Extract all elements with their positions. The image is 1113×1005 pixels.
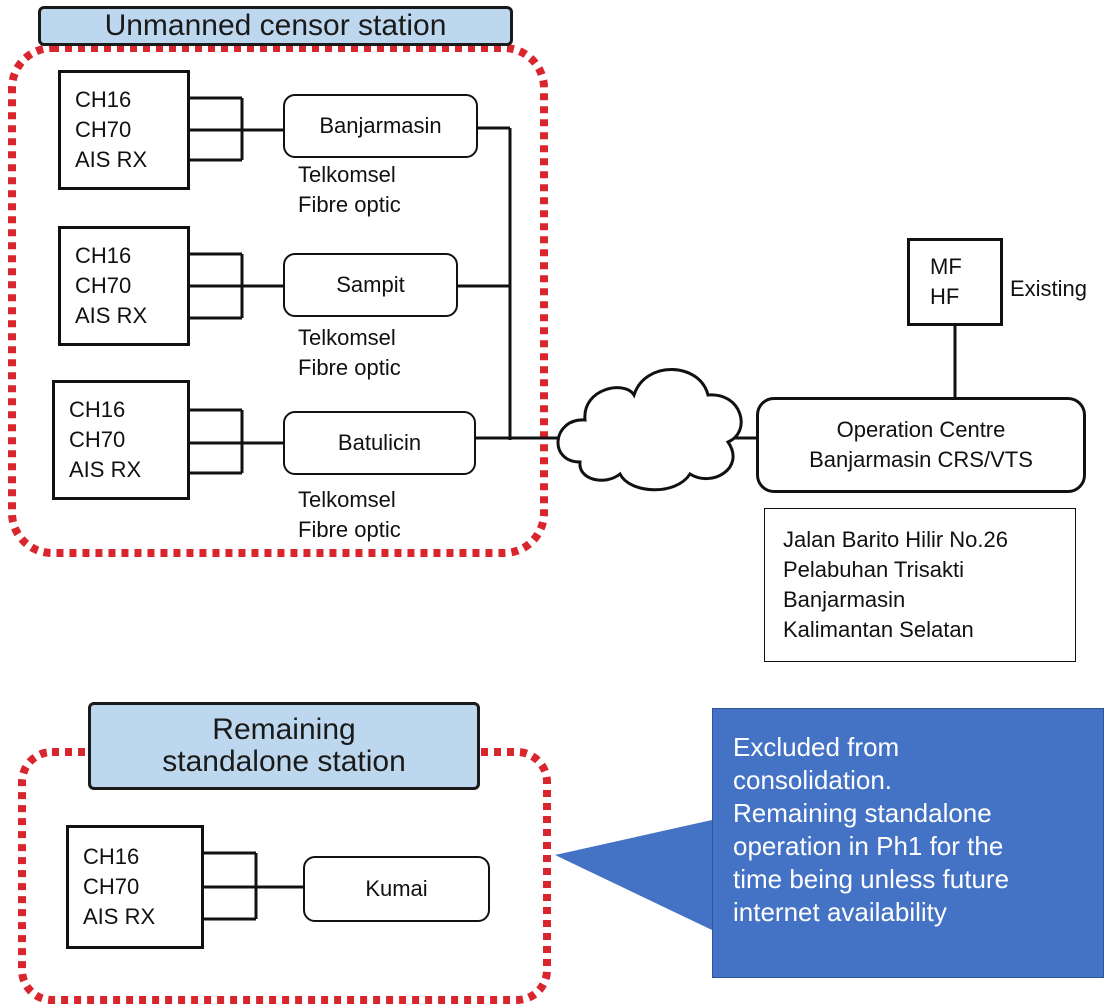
station-name-sampit: Sampit: [336, 272, 405, 297]
radio-ch16-label: CH16: [75, 243, 132, 268]
radio-ais-rx-label: AIS RX: [75, 303, 148, 328]
standalone-group-border: [18, 748, 551, 1004]
link-medium: Fibre optic: [298, 355, 401, 380]
station-name-kumai: Kumai: [365, 876, 428, 901]
banjarmasin-feed-lines: [190, 96, 283, 162]
radio-ch70-label: CH70: [75, 117, 132, 142]
sampit-feed-lines: [190, 252, 283, 320]
radio-ais-rx-label: AIS RX: [69, 457, 142, 482]
address-line-port: Pelabuhan Trisakti: [783, 557, 964, 582]
standalone-title-line2: standalone station: [162, 745, 406, 778]
callout-line: time being unless future: [733, 864, 1010, 894]
link-provider: Telkomsel: [298, 487, 396, 512]
callout-pointer: [555, 820, 712, 930]
link-label-banjarmasin: Telkomsel Fibre optic: [298, 160, 401, 220]
radio-ais-rx-label: AIS RX: [83, 904, 156, 929]
station-name-batulicin: Batulicin: [337, 430, 422, 455]
radio-equipment-box-banjarmasin: CH16 CH70 AIS RX: [58, 70, 190, 190]
station-box-kumai: Kumai: [303, 856, 490, 922]
address-line-city: Banjarmasin: [783, 587, 906, 612]
mf-label: MF: [930, 254, 962, 279]
radio-ch16-label: CH16: [69, 397, 126, 422]
standalone-title-line1: Remaining: [212, 713, 356, 746]
unmanned-group-border: [8, 44, 548, 557]
station-name-banjarmasin: Banjarmasin: [319, 113, 442, 138]
kumai-feed-lines: [204, 851, 303, 921]
operation-centre-box: Operation Centre Banjarmasin CRS/VTS: [756, 397, 1086, 493]
operation-centre-subtitle: Banjarmasin CRS/VTS: [809, 447, 1033, 472]
standalone-group-title: Remaining standalone station: [88, 702, 480, 790]
callout-line: Excluded from: [733, 732, 900, 762]
unmanned-group-title-text: Unmanned censor station: [104, 9, 447, 42]
address-line-province: Kalimantan Selatan: [783, 617, 974, 642]
link-medium: Fibre optic: [298, 192, 401, 217]
radio-ais-rx-label: AIS RX: [75, 147, 148, 172]
link-provider: Telkomsel: [298, 162, 396, 187]
station-box-banjarmasin: Banjarmasin: [283, 94, 478, 158]
radio-ch70-label: CH70: [69, 427, 126, 452]
callout-line: consolidation.: [733, 765, 892, 795]
cloud-icon: [556, 368, 743, 492]
callout-line: Remaining standalone: [733, 798, 992, 828]
radio-equipment-box-batulicin: CH16 CH70 AIS RX: [52, 380, 190, 500]
callout-box: Excluded from consolidation. Remaining s…: [712, 708, 1104, 978]
station-box-sampit: Sampit: [283, 253, 458, 317]
callout-text: Excluded from consolidation. Remaining s…: [733, 731, 1009, 929]
radio-ch70-label: CH70: [75, 273, 132, 298]
radio-ch70-label: CH70: [83, 874, 140, 899]
radio-ch16-label: CH16: [83, 844, 140, 869]
link-label-batulicin: Telkomsel Fibre optic: [298, 485, 401, 545]
link-label-sampit: Telkomsel Fibre optic: [298, 323, 401, 383]
link-provider: Telkomsel: [298, 325, 396, 350]
link-medium: Fibre optic: [298, 517, 401, 542]
callout-line: internet availability: [733, 897, 947, 927]
address-line-street: Jalan Barito Hilir No.26: [783, 527, 1008, 552]
radio-ch16-label: CH16: [75, 87, 132, 112]
unmanned-group-title: Unmanned censor station: [38, 6, 513, 46]
callout-line: operation in Ph1 for the: [733, 831, 1004, 861]
operation-centre-title: Operation Centre: [836, 417, 1006, 442]
station-box-batulicin: Batulicin: [283, 411, 476, 475]
batulicin-feed-lines: [190, 408, 283, 475]
radio-equipment-box-kumai: CH16 CH70 AIS RX: [66, 825, 204, 949]
hf-label: HF: [930, 284, 960, 309]
address-box: Jalan Barito Hilir No.26 Pelabuhan Trisa…: [764, 508, 1076, 662]
mf-hf-box: MF HF: [907, 238, 1003, 326]
existing-label: Existing: [1010, 276, 1088, 301]
radio-equipment-box-sampit: CH16 CH70 AIS RX: [58, 226, 190, 346]
